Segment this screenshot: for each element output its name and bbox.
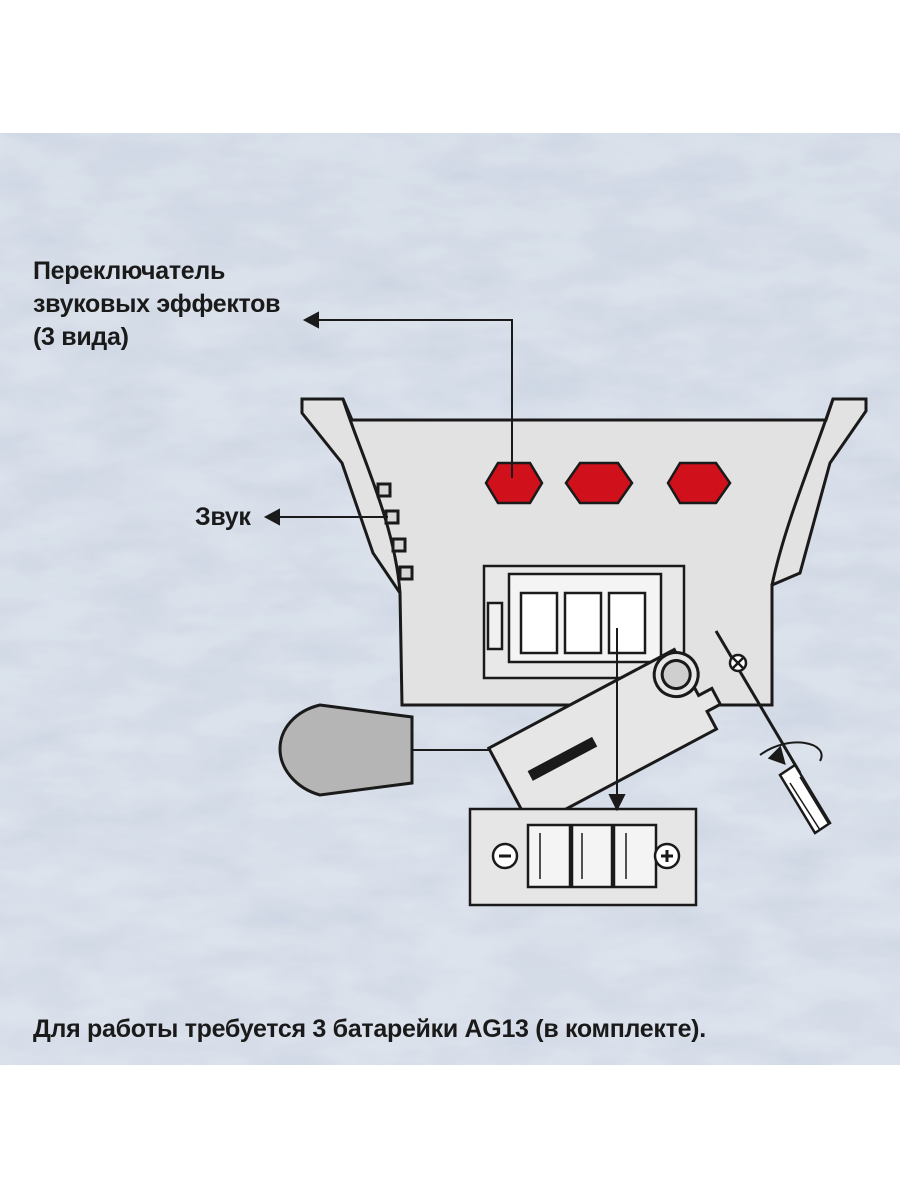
sound-label: Звук	[195, 503, 251, 531]
hexagon-button-icon	[666, 461, 732, 505]
switch-label-line1: Переключатель	[33, 257, 226, 285]
arrow-icon	[318, 319, 513, 478]
battery-tray	[468, 807, 698, 907]
device-diagram	[263, 311, 868, 907]
battery-cover	[486, 647, 723, 830]
speaker-icon	[278, 703, 540, 797]
diagram-panel: Переключатель звуковых эффектов (3 вида)…	[0, 133, 900, 1065]
hexagon-button-icon	[564, 461, 634, 505]
battery-requirement-note: Для работы требуется 3 батарейки AG13 (в…	[33, 1015, 706, 1043]
switch-label: Переключатель звуковых эффектов (3 вида)	[33, 255, 333, 354]
switch-label-line3: (3 вида)	[33, 323, 129, 351]
leader-lines	[263, 311, 626, 812]
switch-label-line2: звуковых эффектов	[33, 290, 281, 318]
battery-icon	[612, 823, 658, 889]
effect-buttons	[484, 461, 732, 505]
battery-icon	[570, 823, 614, 889]
hexagon-button-icon	[484, 461, 544, 505]
battery-compartment	[482, 564, 686, 680]
battery-icon	[526, 823, 572, 889]
screwdriver-icon	[714, 630, 832, 835]
